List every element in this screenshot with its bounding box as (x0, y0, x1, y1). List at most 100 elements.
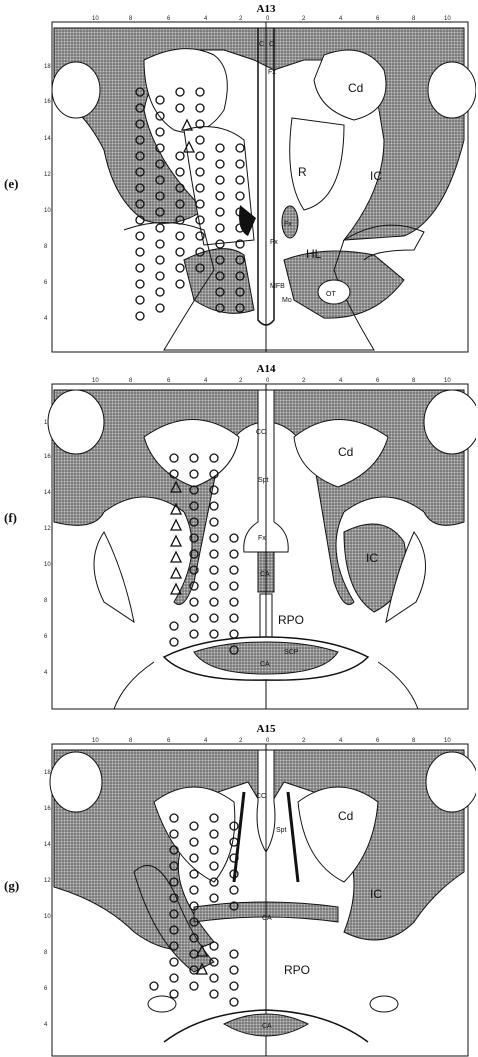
top-ticks: 10 8 6 4 2 0 2 4 6 8 10 (92, 738, 451, 744)
label-scp: SCP (284, 649, 299, 656)
svg-text:6: 6 (167, 378, 171, 384)
svg-text:10: 10 (92, 378, 99, 384)
section-a14-drawing: A14 10 8 6 4 2 0 2 4 6 8 10 18 16 14 12 … (44, 362, 476, 712)
svg-text:2: 2 (302, 16, 306, 22)
svg-text:2: 2 (239, 738, 243, 744)
section-a15-drawing: A15 10 8 6 4 2 0 2 4 6 8 10 18 16 14 12 … (44, 722, 476, 1057)
label-mfb: MFB (270, 283, 285, 290)
label-ic: IC (366, 551, 378, 565)
svg-text:12: 12 (44, 878, 51, 884)
panel-label-e: (e) (4, 176, 18, 192)
label-spt: Spt (276, 827, 287, 834)
svg-text:2: 2 (239, 16, 243, 22)
label-fx2: Fx (284, 221, 292, 228)
svg-text:6: 6 (44, 280, 48, 286)
label-cd: Cd (348, 81, 363, 95)
svg-text:4: 4 (204, 378, 208, 384)
svg-text:4: 4 (204, 738, 208, 744)
label-cc: CC (256, 793, 266, 800)
section-title: A15 (257, 723, 276, 735)
panel-label-g: (g) (4, 878, 19, 894)
panel-label-f: (f) (4, 510, 17, 526)
label-fx1: Fx (268, 69, 276, 76)
label-rpo: RPO (278, 613, 304, 627)
section-a15: A15 10 8 6 4 2 0 2 4 6 8 10 18 16 14 12 … (44, 722, 476, 1057)
svg-text:14: 14 (44, 490, 51, 496)
svg-text:18: 18 (44, 64, 51, 70)
svg-text:10: 10 (44, 208, 51, 214)
svg-text:0: 0 (266, 16, 270, 22)
section-title: A14 (257, 363, 276, 375)
svg-text:10: 10 (92, 16, 99, 22)
label-ic: IC (370, 887, 382, 901)
section-a14: A14 10 8 6 4 2 0 2 4 6 8 10 18 16 14 12 … (44, 362, 476, 712)
svg-text:6: 6 (376, 16, 380, 22)
label-fx3: Fx (270, 239, 278, 246)
svg-text:8: 8 (412, 378, 416, 384)
svg-text:10: 10 (444, 738, 451, 744)
side-ticks: 18 16 14 12 10 8 6 4 (44, 770, 51, 1028)
svg-text:2: 2 (302, 378, 306, 384)
label-cd: Cd (338, 445, 353, 459)
svg-text:8: 8 (129, 378, 133, 384)
svg-text:10: 10 (44, 562, 51, 568)
label-spt: Spt (258, 477, 269, 484)
svg-text:8: 8 (129, 738, 133, 744)
label-hl: HL (306, 247, 322, 261)
svg-text:0: 0 (266, 738, 270, 744)
svg-text:10: 10 (444, 378, 451, 384)
svg-text:16: 16 (44, 454, 51, 460)
svg-text:12: 12 (44, 526, 51, 532)
svg-text:4: 4 (44, 1022, 48, 1028)
svg-text:0: 0 (266, 378, 270, 384)
svg-text:6: 6 (44, 634, 48, 640)
svg-text:12: 12 (44, 172, 51, 178)
svg-text:14: 14 (44, 136, 51, 142)
label-c1: C (259, 41, 264, 48)
svg-text:8: 8 (412, 16, 416, 22)
section-a13-drawing: A13 10 8 6 4 2 0 2 4 6 8 10 18 16 14 12 … (44, 0, 476, 355)
svg-text:6: 6 (167, 738, 171, 744)
label-ic: IC (370, 169, 382, 183)
svg-text:4: 4 (44, 670, 48, 676)
svg-text:6: 6 (44, 986, 48, 992)
svg-text:6: 6 (167, 16, 171, 22)
svg-text:8: 8 (44, 950, 48, 956)
label-mo: Mo (282, 297, 292, 304)
section-title: A13 (257, 3, 276, 15)
label-ca1: CA (262, 915, 272, 922)
label-cc: CC (256, 429, 266, 436)
label-r: R (298, 165, 307, 179)
label-ca1: CA (260, 571, 270, 578)
top-ticks: 10 8 6 4 2 0 2 4 6 8 10 (92, 378, 451, 384)
svg-text:8: 8 (44, 244, 48, 250)
side-ticks: 18 16 14 12 10 8 6 4 (44, 420, 51, 676)
label-cd: Cd (338, 809, 353, 823)
label-rpo: RPO (284, 963, 310, 977)
label-ot: OT (326, 291, 336, 298)
top-ticks: 10 8 6 4 2 0 2 4 6 8 10 (92, 16, 451, 22)
label-ca2: CA (260, 661, 270, 668)
svg-text:10: 10 (444, 16, 451, 22)
stipple-region (54, 28, 464, 240)
side-ticks: 18 16 14 12 10 8 6 4 (44, 64, 51, 322)
svg-text:6: 6 (376, 738, 380, 744)
svg-text:16: 16 (44, 806, 51, 812)
svg-text:4: 4 (339, 16, 343, 22)
label-c2: C (269, 41, 274, 48)
svg-text:8: 8 (129, 16, 133, 22)
label-fx: Fx (258, 535, 266, 542)
svg-text:2: 2 (239, 378, 243, 384)
label-ca2: CA (262, 1023, 272, 1030)
svg-text:4: 4 (204, 16, 208, 22)
svg-text:10: 10 (92, 738, 99, 744)
svg-text:6: 6 (376, 378, 380, 384)
section-a13: A13 10 8 6 4 2 0 2 4 6 8 10 18 16 14 12 … (44, 0, 476, 355)
svg-text:4: 4 (339, 378, 343, 384)
svg-text:14: 14 (44, 842, 51, 848)
svg-text:4: 4 (44, 316, 48, 322)
svg-text:4: 4 (339, 738, 343, 744)
svg-text:8: 8 (44, 598, 48, 604)
svg-text:10: 10 (44, 914, 51, 920)
svg-text:2: 2 (302, 738, 306, 744)
